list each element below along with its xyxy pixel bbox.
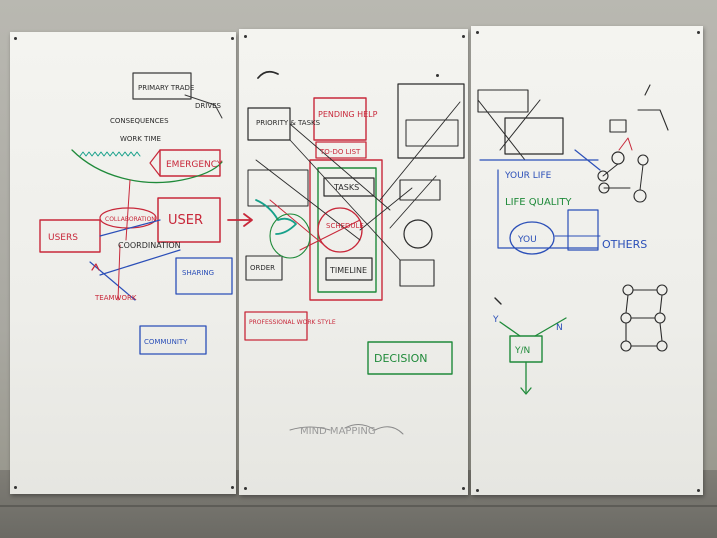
label-y: Y [492,315,499,325]
label-you: YOU [517,235,537,245]
screw [244,487,247,490]
label-sharing: SHARING [182,269,214,277]
green-zigzag [79,151,141,157]
whiteboard-panel-center [239,29,468,495]
screw [462,35,465,38]
top-box [477,89,529,113]
screw [476,31,479,34]
teal-wing [255,199,297,235]
label-your-life: YOUR LIFE [504,171,552,181]
label-consequences: CONSEQUENCES [110,117,169,125]
order-box [245,255,283,281]
label-schedule: SCHEDULE [326,222,364,230]
node [637,154,649,166]
screw [697,489,700,492]
label-coordination: COORDINATION [118,241,181,250]
screw [697,31,700,34]
connector-lines [255,101,461,261]
label-to-do-list: TO-DO LIST [319,148,361,156]
label-life-quality: LIFE QUALITY [505,197,572,208]
screw [462,487,465,490]
green-arc [71,149,223,184]
screw [476,489,479,492]
decision-box [367,341,453,375]
faint-scrawl [289,424,404,435]
label-others: OTHERS [602,238,647,251]
label-emergency: EMERGENCY [166,160,223,170]
whiteboard-panel-right [471,26,703,495]
you-ellipse [509,221,555,255]
context-box [397,83,465,159]
floor-seam [0,505,717,507]
circle-grid [620,284,668,352]
node [611,151,625,165]
screw [14,486,17,489]
label-user: USER [168,213,203,228]
screw [244,35,247,38]
label-pending-help: PENDING HELP [318,110,378,119]
label-yn: Y/N [514,346,530,356]
label-priority-tasks: PRIORITY & TASKS [256,119,321,127]
yn-arrow [520,387,532,395]
to-do-list-box [315,141,367,159]
red-mark [618,137,633,151]
screw [14,37,17,40]
primary-trade-box [132,72,192,100]
pending-help-box [313,97,367,141]
tick-mark [494,297,502,305]
screw [436,74,439,77]
schedule-circle [317,207,363,253]
label-n: N [556,323,563,333]
label-users: USERS [48,233,78,243]
main-red-column [309,159,383,301]
emergency-box [159,149,221,177]
label-professional: PROFESSIONAL WORK STYLE [249,319,336,326]
triangle-lines [89,249,181,301]
inner-box [405,119,459,147]
label-community: COMMUNITY [144,338,188,346]
emergency-arrow [149,149,161,177]
community-box [139,325,207,355]
label-timeline: TIMELINE [329,266,367,275]
label-tasks: TASKS [333,183,359,192]
other-box [399,259,435,287]
professional-box [244,311,308,341]
x-lines [477,99,541,161]
label-teamwork: TEAMWORK [94,294,137,302]
label-bottom-scrawl: MIND MAPPING [300,426,376,437]
red-arrow [227,213,253,227]
screw [231,37,234,40]
curl-mark [257,70,279,79]
green-loop [269,213,311,259]
node-links [602,163,644,191]
arrow-users-user [99,219,161,237]
red-vertical [117,179,131,301]
label-decision: DECISION [374,352,427,365]
small-circle [403,219,433,249]
whiteboard-panel-left [10,32,236,494]
label-work-time: WORK TIME [120,135,161,143]
label-order: ORDER [250,264,275,272]
small-task-box [399,179,441,201]
right-small-box [567,209,599,251]
screw [231,486,234,489]
label-drives: DRIVES [195,102,222,110]
node [633,189,647,203]
yn-branches [499,317,567,393]
left-note-box [247,169,309,207]
label-primary-trade: PRIMARY TRADE [138,84,194,92]
timeline-box [325,257,373,281]
blue-frame [479,149,601,249]
figure-sketch [609,84,669,133]
node [597,170,609,182]
sharing-box [175,257,233,295]
human-box [504,117,564,155]
small-arrow [91,263,100,271]
red-connectors [269,199,361,251]
label-collaboration: COLLABORATION [105,216,156,223]
tasks-box [323,177,375,197]
connector-line [184,94,223,119]
